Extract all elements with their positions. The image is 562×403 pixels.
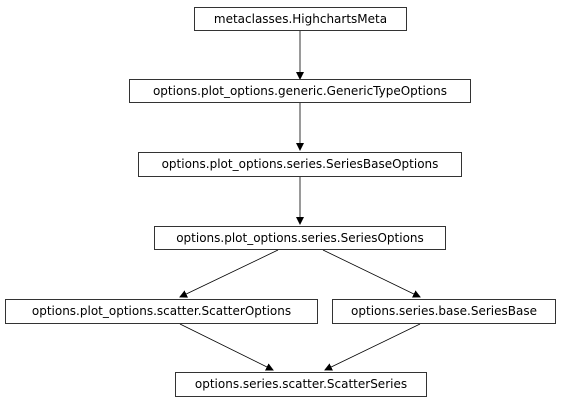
edge-seriesoptions-to-seriesbase — [322, 249, 421, 298]
node-highcharts-meta: metaclasses.HighchartsMeta — [194, 7, 407, 31]
node-series-base-options: options.plot_options.series.SeriesBaseOp… — [138, 152, 462, 177]
node-series-options: options.plot_options.series.SeriesOption… — [154, 226, 446, 250]
node-generic-type-options: options.plot_options.generic.GenericType… — [129, 79, 471, 103]
edge-seriesoptions-to-scatteroptions — [179, 249, 279, 298]
edge-seriesbase-to-scatterseries — [324, 323, 421, 371]
node-scatter-series: options.series.scatter.ScatterSeries — [175, 372, 427, 397]
edge-scatteroptions-to-scatterseries — [179, 323, 274, 371]
node-scatter-options: options.plot_options.scatter.ScatterOpti… — [5, 299, 318, 324]
node-series-base: options.series.base.SeriesBase — [332, 299, 556, 324]
